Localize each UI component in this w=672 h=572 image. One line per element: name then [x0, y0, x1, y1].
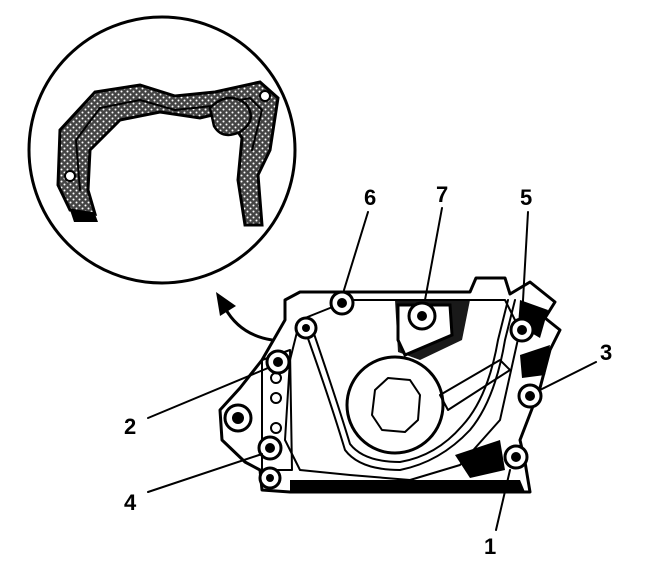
housing-shadow — [455, 440, 505, 478]
locator-dowel-inner — [232, 412, 244, 424]
drive-gear-keyway — [371, 377, 421, 433]
callout-labels: 1 2 3 4 5 6 7 — [124, 182, 612, 559]
seal-groove — [304, 299, 516, 471]
flange-hole — [270, 372, 282, 384]
gasket-lobe — [208, 96, 253, 137]
housing-shadow — [290, 480, 525, 492]
curved-arrow-icon — [216, 292, 274, 342]
leader-1 — [495, 469, 511, 531]
callout-7: 7 — [436, 182, 448, 207]
bolt-3 — [517, 383, 543, 409]
bolt-4 — [257, 435, 283, 461]
leader-lines — [147, 207, 597, 531]
gasket-foot — [70, 210, 98, 222]
regulator-bore-center — [417, 311, 427, 321]
leader-4 — [147, 453, 263, 493]
relief-valve-channel — [439, 359, 511, 411]
bolt-1 — [503, 444, 529, 470]
bolt-2 — [265, 349, 291, 375]
flange-hole — [270, 422, 282, 434]
callout-4: 4 — [124, 490, 137, 515]
callout-3: 3 — [600, 340, 612, 365]
oil-pump-cover — [218, 276, 562, 494]
leader-5 — [521, 211, 529, 319]
cover-housing — [218, 276, 562, 494]
gasket-bolt-hole — [64, 170, 76, 182]
gasket-bolt-hole — [259, 90, 271, 102]
leader-7 — [424, 207, 443, 301]
drive-gear-bore — [345, 355, 445, 455]
housing-shadow — [520, 345, 550, 378]
leader-3 — [539, 361, 597, 391]
gasket-inner-channel — [75, 97, 263, 191]
bolt-5 — [509, 317, 535, 343]
cover-inner-rim — [284, 299, 521, 481]
leader-6 — [343, 211, 369, 291]
callout-2: 2 — [124, 414, 136, 439]
callout-5: 5 — [520, 185, 532, 210]
bolt-extra — [258, 466, 282, 490]
seal-groove-inner — [311, 299, 509, 463]
callout-6: 6 — [364, 185, 376, 210]
leader-2 — [147, 367, 269, 419]
bolt-6 — [329, 290, 355, 316]
inset-circle — [27, 15, 297, 285]
gasket-detail-inset — [27, 15, 297, 285]
flange-hole — [270, 392, 282, 404]
callout-1: 1 — [484, 534, 496, 559]
bolt-extra — [294, 316, 318, 340]
gasket-outline — [56, 80, 280, 227]
